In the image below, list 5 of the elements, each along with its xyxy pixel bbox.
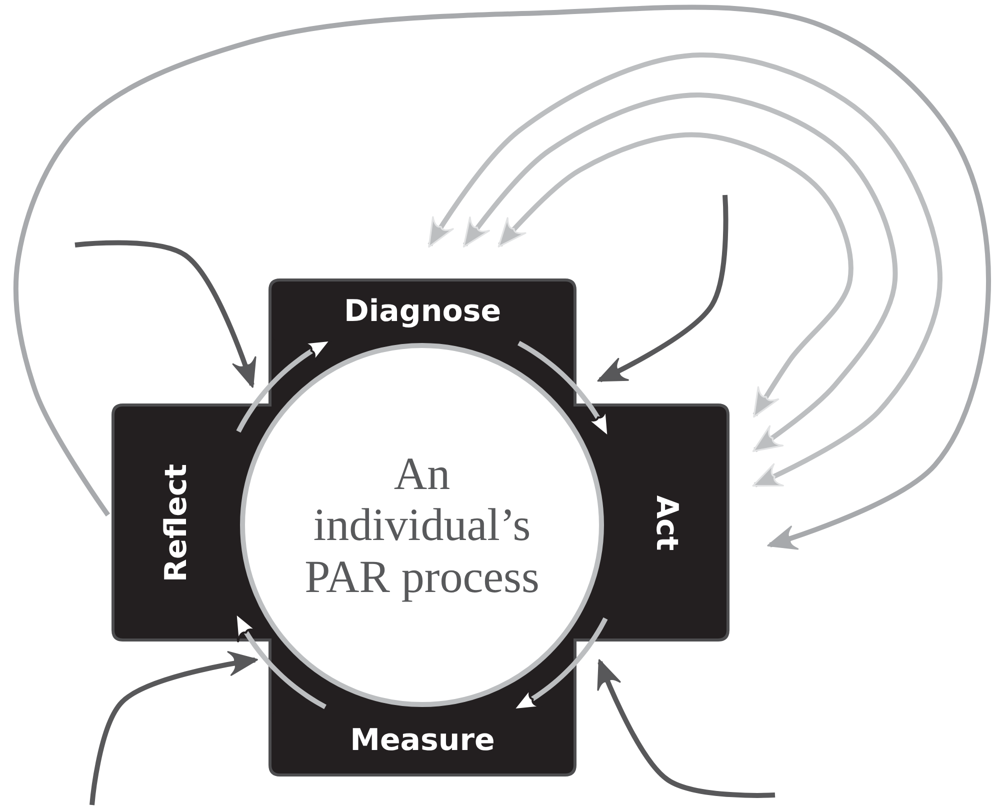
box-label: Measure bbox=[350, 726, 495, 756]
circle-label: An individual’s PAR process bbox=[304, 448, 540, 602]
box-label: Reflect bbox=[162, 463, 192, 582]
box-label: Diagnose bbox=[344, 297, 502, 327]
box-label: Act bbox=[650, 494, 680, 550]
